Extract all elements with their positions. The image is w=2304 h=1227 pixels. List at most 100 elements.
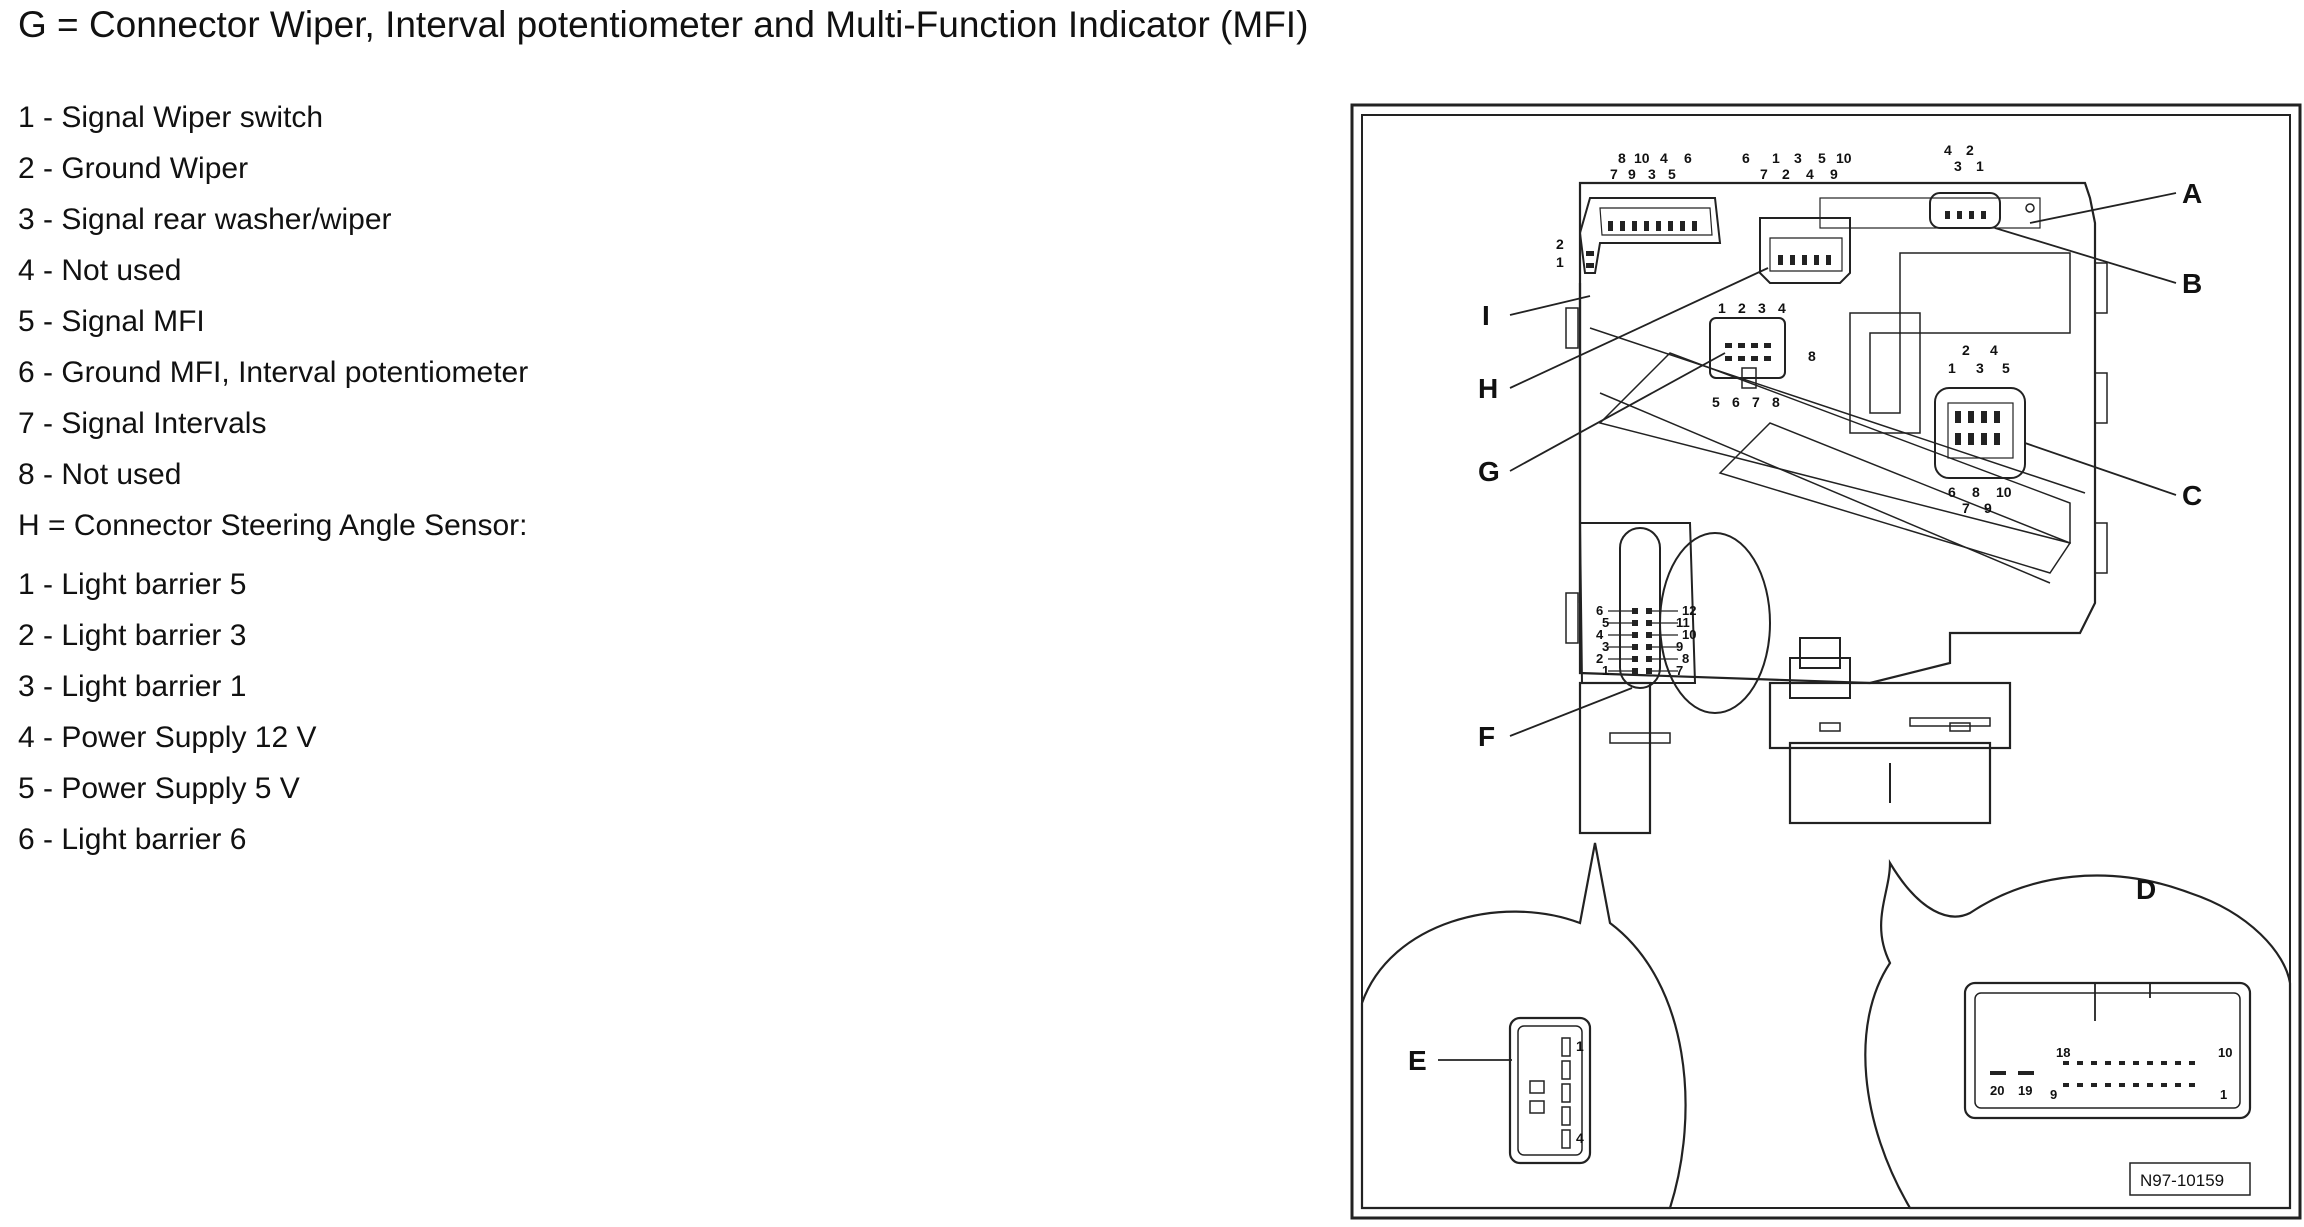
detail-bubble-e <box>1360 842 1687 1210</box>
pin-label: 3 <box>1648 166 1656 182</box>
pin-label: 5 <box>1668 166 1676 182</box>
legend-item: 6 - Light barrier 6 <box>18 823 247 856</box>
pin-label: 5 <box>2002 360 2010 376</box>
pin-label: 2 <box>1738 300 1746 316</box>
legend-item: 2 - Light barrier 3 <box>18 619 247 652</box>
pin-label: 4 <box>1806 166 1814 182</box>
callouts: A B C D E F G H I <box>1408 178 2202 1076</box>
pin-labels-c: 2 4 1 3 5 6 8 10 7 9 <box>1948 342 2012 516</box>
callout-leaders <box>1438 192 2177 1061</box>
pin-label: 1 <box>1576 1038 1584 1054</box>
figure-inner-frame <box>1361 114 2291 1209</box>
connector-g <box>1709 317 1786 389</box>
pin-label: 1 <box>2220 1087 2227 1102</box>
pin-label: 8 <box>1972 484 1980 500</box>
callout-f: F <box>1478 721 1495 752</box>
connector-c-pins <box>1955 411 2000 445</box>
connector-i <box>1578 197 1722 274</box>
pin-label: 10 <box>1634 150 1650 166</box>
callout-a: A <box>2182 178 2202 209</box>
callout-i: I <box>1482 300 1490 331</box>
legend-item: 5 - Power Supply 5 V <box>18 772 300 805</box>
callout-h: H <box>1478 373 1498 404</box>
legend-item: 2 - Ground Wiper <box>18 152 249 185</box>
pin-label: 8 <box>1772 394 1780 410</box>
figure-id-box <box>2129 1162 2251 1196</box>
callout-e: E <box>1408 1045 1427 1076</box>
pin-label: 4 <box>1576 1130 1584 1146</box>
legend-item: 3 - Signal rear washer/wiper <box>18 203 392 236</box>
pin-label: 2 <box>1966 142 1974 158</box>
pin-label: 18 <box>2056 1045 2070 1060</box>
pin-label: 4 <box>1778 300 1786 316</box>
pin-label: 3 <box>1794 150 1802 166</box>
pin-labels-g: 1 2 3 4 5 6 7 8 <box>1712 300 1786 410</box>
legend-item: 3 - Light barrier 1 <box>18 670 247 703</box>
pin-label: 1 <box>1718 300 1726 316</box>
pin-label: 4 <box>1990 342 1998 358</box>
pin-label: 2 <box>1782 166 1790 182</box>
pin-label: 5 <box>1602 615 1609 630</box>
pin-label: 1 <box>1948 360 1956 376</box>
pin-labels-tl: 8 10 4 6 7 9 3 5 2 1 <box>1556 150 1692 270</box>
pin-label: 9 <box>2050 1087 2057 1102</box>
pin-label: 12 <box>1682 603 1696 618</box>
pin-label: 9 <box>1984 500 1992 516</box>
connector-h-pins <box>1778 255 1831 265</box>
pin-label: 10 <box>1682 627 1696 642</box>
pin-label: 2 <box>1962 342 1970 358</box>
pin-label: 10 <box>1996 484 2012 500</box>
pin-label: 1 <box>1602 663 1609 678</box>
pin-label: 6 <box>1596 603 1603 618</box>
connector-g-pins <box>1725 343 1771 361</box>
page-title: G = Connector Wiper, Interval potentiome… <box>18 4 1309 45</box>
pin-labels-f: 6 5 4 3 2 1 12 11 10 9 8 7 <box>1596 603 1696 678</box>
pin-label: 8 <box>1808 348 1816 364</box>
pin-label: 2 <box>1556 236 1564 252</box>
legend-item: 7 - Signal Intervals <box>18 407 267 440</box>
callout-c: C <box>2182 480 2202 511</box>
pin-label: 10 <box>2218 1045 2232 1060</box>
pin-labels-tr: 4 2 3 1 <box>1944 142 1984 174</box>
pin-label: 10 <box>1836 150 1852 166</box>
pin-label: 1 <box>1772 150 1780 166</box>
pin-label: 5 <box>1712 394 1720 410</box>
pin-label: 1 <box>1976 158 1984 174</box>
pin-label: 8 <box>1618 150 1626 166</box>
pin-label: 7 <box>1760 166 1768 182</box>
legend-item: 6 - Ground MFI, Interval potentiometer <box>18 356 529 389</box>
pin-label: 4 <box>1944 142 1952 158</box>
module-body <box>1565 181 2108 835</box>
legend-item: 4 - Power Supply 12 V <box>18 721 317 754</box>
detail-bubble-d <box>1864 859 2292 1210</box>
pin-label: 7 <box>1962 500 1970 516</box>
connector-h <box>1759 217 1851 284</box>
figure-frame <box>1350 103 2302 1220</box>
pin-label: 4 <box>1660 150 1668 166</box>
callout-b: B <box>2182 268 2202 299</box>
pin-label: 20 <box>1990 1083 2004 1098</box>
pin-label: 2 <box>1596 651 1603 666</box>
pin-label: 6 <box>1742 150 1750 166</box>
legend-item: 4 - Not used <box>18 254 182 287</box>
figure-id: N97-10159 <box>2140 1171 2224 1190</box>
pin-label: 4 <box>1596 627 1604 642</box>
pin-label: 11 <box>1676 615 1690 630</box>
pin-label: 9 <box>1830 166 1838 182</box>
pin-label: 7 <box>1676 663 1683 678</box>
pin-label: 8 <box>1682 651 1689 666</box>
callout-g: G <box>1478 456 1500 487</box>
pin-label: 6 <box>1732 394 1740 410</box>
connector-f-leaders <box>1608 610 1678 672</box>
pin-label: 3 <box>1954 158 1962 174</box>
pin-label: 6 <box>1684 150 1692 166</box>
pin-label: 7 <box>1752 394 1760 410</box>
connector-f-pins <box>1632 608 1652 674</box>
legend-item: 1 - Signal Wiper switch <box>18 101 324 134</box>
legend-item: 5 - Signal MFI <box>18 305 205 338</box>
connector-c <box>1934 387 2026 479</box>
connector-a <box>1929 192 2035 229</box>
pin-label: 1 <box>1556 254 1564 270</box>
pin-label: 5 <box>1818 150 1826 166</box>
pin-label: 19 <box>2018 1083 2032 1098</box>
